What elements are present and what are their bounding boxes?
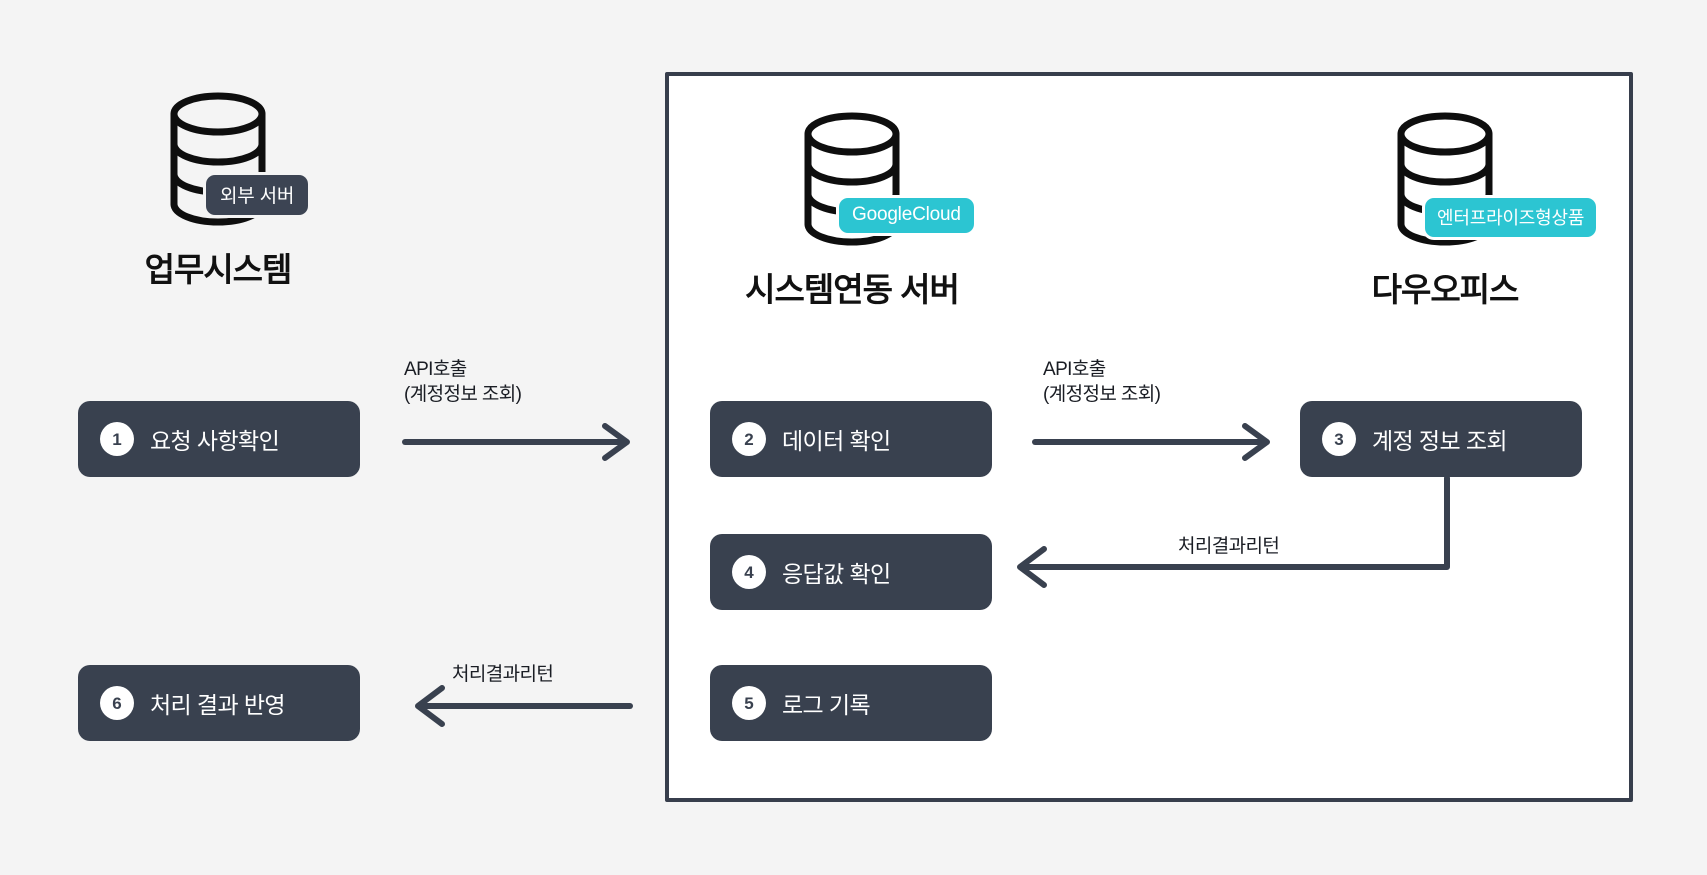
- step-number-badge: 5: [732, 686, 766, 720]
- step-label: 계정 정보 조회: [1372, 428, 1508, 454]
- badge-label: GoogleCloud: [852, 204, 961, 225]
- badge-label: 외부 서버: [220, 186, 295, 207]
- node-integration-server: GoogleCloud 시스템연동 서버: [722, 108, 982, 311]
- node-title-external-system: 업무시스템: [144, 251, 293, 288]
- badge-google-cloud: GoogleCloud: [839, 198, 974, 233]
- step-number-badge: 6: [100, 686, 134, 720]
- connector-label-api-call-2: API호출 (계정정보 조회): [1043, 359, 1161, 406]
- step-number-badge: 1: [100, 422, 134, 456]
- step-label: 요청 사항확인: [150, 428, 280, 454]
- badge-enterprise-product: 엔터프라이즈형상품: [1425, 198, 1597, 237]
- database-cylinder-wrap: 엔터프라이즈형상품: [1315, 108, 1597, 253]
- step-number-badge: 3: [1322, 422, 1356, 456]
- step-pill-3[interactable]: 3 계정 정보 조회: [1300, 401, 1582, 477]
- step-pill-2[interactable]: 2 데이터 확인: [710, 401, 992, 477]
- badge-label: 엔터프라이즈형상품: [1437, 208, 1585, 228]
- step-label: 처리 결과 반영: [150, 692, 286, 718]
- step-number-badge: 2: [732, 422, 766, 456]
- connector-arrow-result-return-outer: [398, 684, 633, 727]
- connector-arrow-api-call-1: [402, 420, 638, 461]
- database-cylinder-wrap: GoogleCloud: [722, 108, 982, 253]
- node-title-daouoffice: 다우오피스: [1371, 271, 1520, 308]
- connector-arrow-api-call-2: [1032, 420, 1278, 461]
- connector-label-api-call-1: API호출 (계정정보 조회): [404, 359, 522, 406]
- connector-label-result-return-outer: 처리결과리턴: [452, 664, 554, 685]
- node-external-system: 외부 서버 업무시스템: [88, 88, 348, 291]
- step-label: 로그 기록: [782, 692, 871, 718]
- node-daouoffice: 엔터프라이즈형상품 다우오피스: [1315, 108, 1597, 311]
- database-cylinder-wrap: 외부 서버: [88, 88, 348, 233]
- connector-arrow-result-return-inner: [1000, 475, 1460, 596]
- step-label: 데이터 확인: [782, 428, 891, 454]
- step-pill-4[interactable]: 4 응답값 확인: [710, 534, 992, 610]
- connector-label-result-return-inner: 처리결과리턴: [1178, 536, 1280, 557]
- step-number-badge: 4: [732, 555, 766, 589]
- step-label: 응답값 확인: [782, 561, 891, 587]
- badge-external-server: 외부 서버: [206, 175, 309, 215]
- step-pill-6[interactable]: 6 처리 결과 반영: [78, 665, 360, 741]
- step-pill-5[interactable]: 5 로그 기록: [710, 665, 992, 741]
- node-title-integration-server: 시스템연동 서버: [745, 271, 960, 308]
- step-pill-1[interactable]: 1 요청 사항확인: [78, 401, 360, 477]
